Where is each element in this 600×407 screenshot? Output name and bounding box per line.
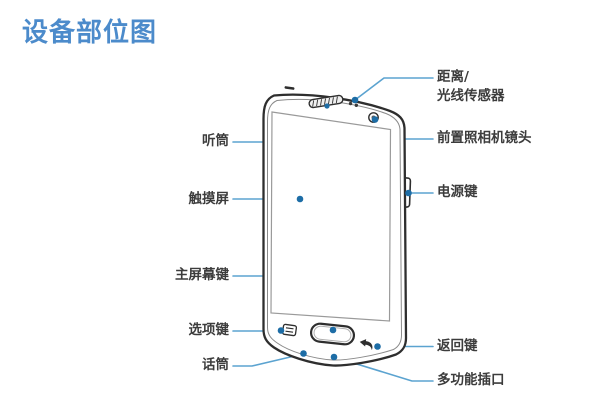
label-proximity-line1: 距离/ [437, 69, 469, 85]
dot-microphone [300, 350, 307, 357]
label-home-key: 主屏幕键 [175, 267, 229, 283]
dot-back-key [374, 343, 381, 350]
label-front-camera-lens: 前置照相机镜头 [437, 130, 532, 146]
dot-sensor [351, 96, 359, 104]
dot-jack [330, 353, 338, 361]
dot-touchscreen [296, 195, 304, 203]
label-earpiece: 听筒 [202, 133, 229, 149]
home-key [309, 322, 356, 346]
proximity-light-sensor [348, 101, 359, 107]
dot-earpiece [324, 103, 330, 109]
leader-line-jack [333, 356, 434, 382]
options-key-icon [281, 323, 298, 337]
label-multipurpose-jack: 多功能插口 [437, 372, 505, 388]
back-key-icon [359, 339, 373, 351]
leader-line-sensor [354, 77, 434, 101]
label-options-key: 选项键 [188, 322, 230, 338]
label-touch-screen: 触摸屏 [188, 191, 230, 207]
dot-options-key [277, 327, 285, 334]
label-proximity-line2: 光线传感器 [437, 88, 505, 104]
phone-inner-bezel-line [267, 98, 403, 361]
touch-screen [270, 111, 392, 322]
dot-home-key [329, 326, 337, 334]
page-title: 设备部位图 [22, 18, 158, 48]
label-proximity-light-sensor: 距离/ 光线传感器 [437, 68, 505, 106]
dot-front-camera [371, 116, 379, 123]
leader-line-microphone [232, 353, 304, 367]
callout-dots [277, 96, 412, 361]
label-back-key: 返回键 [437, 338, 478, 354]
label-microphone: 话筒 [202, 357, 229, 373]
dot-power-key [405, 189, 412, 197]
top-mic-slot [284, 86, 295, 90]
label-power-key: 电源键 [437, 184, 478, 200]
